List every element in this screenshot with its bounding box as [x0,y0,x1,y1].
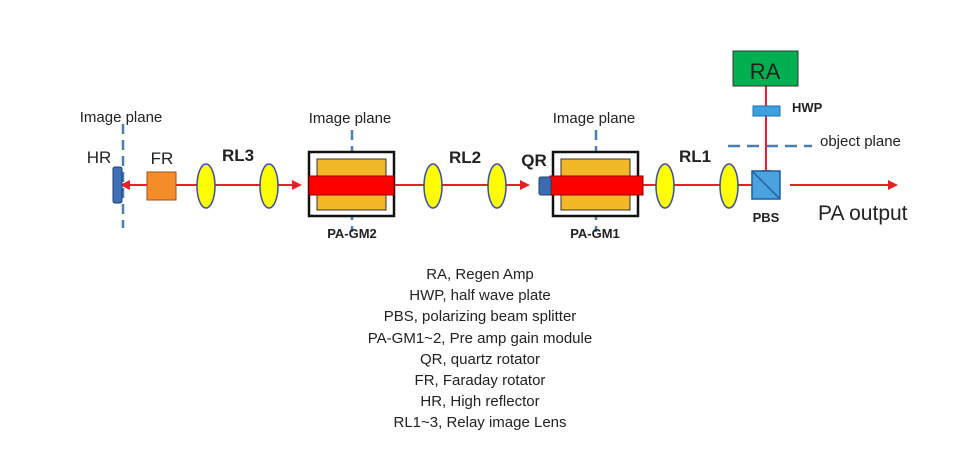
pa-gm1-rod [549,175,644,196]
legend-item: FR, Faraday rotator [414,372,546,390]
rl1-label: RL1 [679,147,711,166]
rl3-lens-left [196,163,216,209]
hwp-label: HWP [792,100,823,115]
hr-mirror [112,166,123,204]
hr-label: HR [87,148,112,167]
qr-label: QR [521,151,547,170]
pa-gm2-label: PA-GM2 [327,226,377,241]
legend-item: PBS, polarizing beam splitter [383,308,577,326]
qr-rotator [538,176,552,196]
rl3-label: RL3 [222,146,254,165]
legend-item: RA, Regen Amp [426,266,534,283]
rl1-lens-right [719,163,739,209]
legend-item: RL1~3, Relay image Lens [393,414,567,432]
legend-item: QR, quartz rotator [419,350,541,368]
pa-output-label: PA output [818,202,908,225]
hwp-plate [752,105,781,117]
image-plane-label-2: Image plane [309,110,392,127]
fr-label: FR [151,149,174,168]
image-plane-label-3: Image plane [553,110,636,127]
rl2-lens-right [487,163,507,209]
image-plane-label-1: Image plane [80,109,163,126]
object-plane-label: object plane [820,133,901,150]
fr-box [146,171,177,201]
pa-gm2-rod [308,175,395,196]
legend-item: HR, High reflector [420,393,540,411]
legend-item: PA-GM1~2, Pre amp gain module [367,329,593,347]
legend-item: HWP, half wave plate [409,287,551,305]
pbs-diagonal [751,170,781,200]
pbs-label: PBS [753,210,780,225]
abbreviation-legend: RA, Regen Amp HWP, half wave plate PBS, … [300,264,660,434]
pa-gm1-label: PA-GM1 [570,226,620,241]
ra-label: RA [750,59,781,84]
rl1-lens-left [655,163,675,209]
rl2-lens-left [423,163,443,209]
rl2-label: RL2 [449,148,481,167]
rl3-lens-right [259,163,279,209]
ra-box [732,50,799,87]
